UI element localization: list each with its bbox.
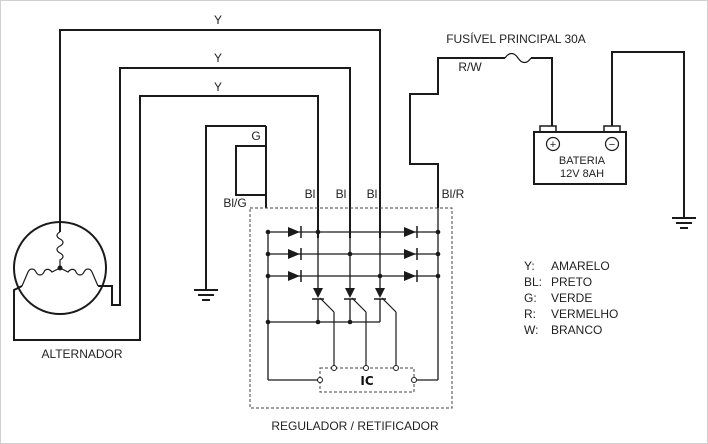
wire-label-bl-1: Bl	[305, 187, 316, 201]
legend-code: BL:	[524, 275, 542, 289]
stator-coils	[21, 231, 99, 287]
thyristor	[344, 288, 367, 366]
thyristor	[374, 288, 397, 366]
legend-row: W: BRANCO	[524, 323, 602, 337]
output-wiring: + − BATERIA 12V 8AH	[409, 51, 696, 229]
legend-color: AMARELO	[551, 259, 610, 273]
diode	[288, 248, 302, 260]
wire-y-top	[59, 29, 381, 238]
battery-minus-terminal	[604, 136, 620, 152]
svg-text:+: +	[550, 139, 556, 151]
legend-color: VERDE	[551, 291, 592, 305]
wire-label-y-low: Y	[214, 80, 222, 94]
wire-label-bl-3: Bl	[367, 187, 378, 201]
legend-color: VERMELHO	[551, 307, 618, 321]
main-fuse	[504, 52, 532, 64]
battery: + − BATERIA 12V 8AH	[533, 125, 627, 185]
ground-symbol-right	[672, 217, 696, 229]
y-wires	[13, 29, 381, 341]
ic-module: IC	[317, 365, 417, 393]
diode	[288, 226, 302, 238]
legend-row: G: VERDE	[524, 291, 592, 305]
diode	[404, 270, 418, 282]
alternator-label: ALTERNADOR	[41, 347, 122, 361]
wire-r-w	[531, 57, 553, 126]
junction-dots	[265, 229, 441, 325]
wire-label-bl-g: Bl/G	[223, 196, 246, 210]
wire-labels: Y Y Y G Bl/G Bl Bl Bl Bl/R R/W	[214, 13, 482, 210]
diode	[404, 226, 418, 238]
legend-code: G:	[524, 291, 537, 305]
diode	[404, 248, 418, 260]
color-legend: Y: AMARELO BL: PRETO G: VERDE R: VERMELH…	[524, 259, 618, 337]
wire-y-low	[13, 95, 319, 341]
wire-g	[205, 125, 266, 290]
legend-color: BRANCO	[551, 323, 602, 337]
battery-rating: 12V 8AH	[560, 168, 604, 180]
regulator-rectifier: IC	[249, 207, 453, 409]
wire-y-mid	[98, 67, 351, 306]
regulator-outline	[249, 207, 453, 409]
alternator	[13, 221, 107, 315]
wire-label-y-top: Y	[214, 13, 222, 27]
g-wire	[194, 125, 267, 301]
legend-code: Y:	[524, 259, 535, 273]
battery-name: BATERIA	[559, 155, 606, 167]
ground-symbol-left	[194, 289, 218, 301]
battery-plus-terminal	[545, 136, 561, 152]
legend-row: Y: AMARELO	[524, 259, 610, 273]
thyristor	[312, 288, 335, 366]
wire-label-bl-2: Bl	[336, 187, 347, 201]
wire-bl-g-loop	[235, 145, 267, 208]
legend-color: PRETO	[551, 275, 592, 289]
wire-battery-negative	[611, 51, 685, 218]
wire-label-y-mid: Y	[214, 51, 222, 65]
wire-label-bl-r: Bl/R	[442, 187, 465, 201]
wire-label-r-w: R/W	[458, 60, 482, 74]
legend-row: BL: PRETO	[524, 275, 592, 289]
regulator-label: REGULADOR / RETIFICADOR	[271, 419, 439, 433]
legend-row: R: VERMELHO	[524, 307, 618, 321]
wire-label-g: G	[251, 129, 260, 143]
legend-code: W:	[524, 323, 538, 337]
ic-label: IC	[360, 374, 373, 388]
main-fuse-label: FUSÍVEL PRINCIPAL 30A	[446, 31, 586, 46]
legend-code: R:	[524, 307, 536, 321]
svg-text:−: −	[609, 139, 615, 151]
wire-bl-r	[409, 57, 505, 208]
diode	[288, 270, 302, 282]
